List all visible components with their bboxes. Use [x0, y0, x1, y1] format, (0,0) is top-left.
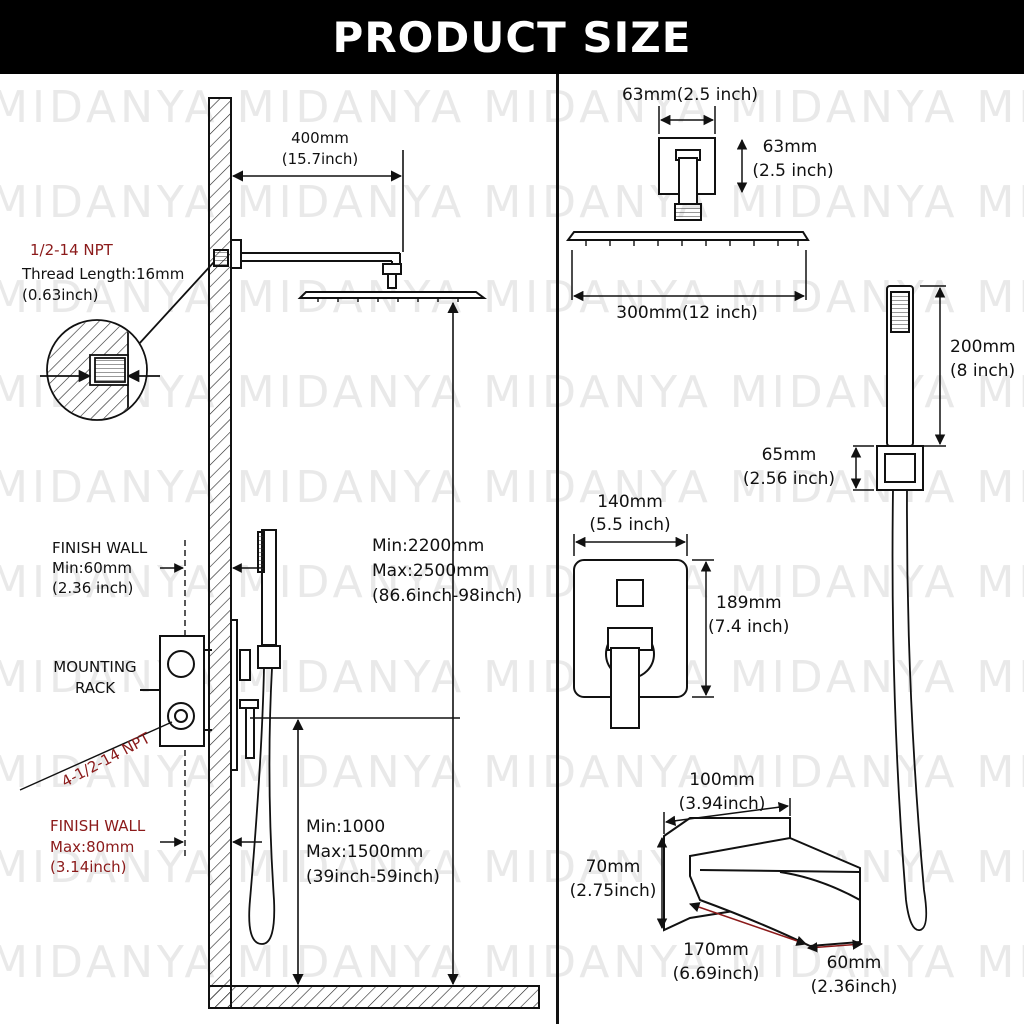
spout-outlet-inch: (2.36inch) [810, 977, 898, 997]
arm-length-inch: (15.7inch) [281, 150, 359, 168]
valve-trim-front [573, 559, 688, 729]
valve-trim-side [230, 619, 259, 771]
plate-height-inch: (7.4 inch) [708, 617, 790, 637]
holder-size-mm: 65mm [761, 445, 817, 465]
handheld-length-mm: 200mm [950, 337, 1016, 357]
spout-length-inch: (6.69inch) [672, 964, 760, 984]
title-banner: PRODUCT SIZE [0, 0, 1024, 74]
spout-height-mm: 70mm [585, 857, 641, 877]
thread-length-inch: (0.63inch) [22, 286, 99, 304]
panel-divider [556, 74, 559, 1024]
arm-length-mm: 400mm [291, 129, 349, 147]
mounting-rack [140, 635, 212, 747]
watermark-row: MIDANYA MIDANYA MIDANYA MIDANYA MIDANYA [0, 82, 1024, 133]
holder-size-inch: (2.56 inch) [742, 469, 836, 489]
spout-height-inch: (2.75inch) [569, 881, 657, 901]
tub-spout-dimensions [656, 798, 864, 953]
spout-length-mm: 170mm [683, 940, 749, 960]
head-height-inch: (86.6inch-98inch) [372, 586, 523, 606]
flange-dimensions [571, 106, 807, 302]
tub-spout [663, 817, 861, 948]
plate-width-mm: 140mm [597, 492, 663, 512]
finish-wall-min-title: FINISH WALL [52, 539, 148, 557]
arm-length-dimension [231, 150, 404, 252]
valve-height-inch: (39inch-59inch) [306, 867, 440, 887]
valve-plate-dimensions [573, 534, 714, 698]
valve-height-min: Min:1000 [306, 817, 386, 837]
wall-cross-section [208, 97, 540, 1009]
watermark-row: MIDANYA MIDANYA MIDANYA MIDANYA MIDANYA [0, 272, 1024, 323]
watermark-row: MIDANYA MIDANYA MIDANYA MIDANYA MIDANYA [0, 747, 1024, 798]
hand-shower-dimensions [850, 285, 946, 491]
valve-height-dimension [250, 717, 460, 986]
finish-wall-max-inch: (3.14inch) [50, 858, 127, 876]
finish-wall-max-title: FINISH WALL [50, 817, 146, 835]
spout-width-mm: 100mm [689, 770, 755, 790]
flange-width-label: 63mm(2.5 inch) [621, 85, 759, 105]
flange-height-inch: (2.5 inch) [752, 161, 834, 181]
valve-height-max: Max:1500mm [306, 842, 424, 862]
plate-width-inch: (5.5 inch) [589, 515, 671, 535]
npt-leader [19, 721, 173, 791]
finish-wall-max-mm: Max:80mm [50, 838, 135, 856]
shower-head-top-view [566, 137, 810, 246]
thread-length-label: Thread Length:16mm [22, 265, 185, 283]
watermark-row: MIDANYA MIDANYA MIDANYA MIDANYA MIDANYA [0, 557, 1024, 608]
flange-height-mm: 63mm [762, 137, 818, 157]
rain-shower-head [297, 291, 487, 302]
spout-width-inch: (3.94inch) [678, 794, 766, 814]
mounting-rack-label-1: MOUNTING [53, 658, 137, 676]
spout-outlet-mm: 60mm [826, 953, 882, 973]
finish-wall-min-inch: (2.36 inch) [52, 579, 134, 597]
mounting-rack-label-2: RACK [74, 679, 116, 697]
watermark-row: MIDANYA MIDANYA MIDANYA MIDANYA MIDANYA [0, 177, 1024, 228]
shower-arm [213, 239, 402, 289]
hand-shower-side [248, 529, 281, 945]
npt-thread-label: 1/2-14 NPT [30, 241, 113, 259]
hand-shower-front [876, 285, 928, 931]
thread-detail-callout [40, 261, 215, 421]
head-height-max: Max:2500mm [372, 561, 490, 581]
head-height-min: Min:2200mm [372, 536, 485, 556]
handheld-length-inch: (8 inch) [950, 361, 1016, 381]
watermark-row: MIDANYA MIDANYA MIDANYA MIDANYA MIDANYA [0, 367, 1024, 418]
finish-wall-min-mm: Min:60mm [52, 559, 132, 577]
plate-height-mm: 189mm [716, 593, 782, 613]
page-title: PRODUCT SIZE [332, 13, 692, 62]
head-width-label: 300mm(12 inch) [616, 303, 758, 323]
